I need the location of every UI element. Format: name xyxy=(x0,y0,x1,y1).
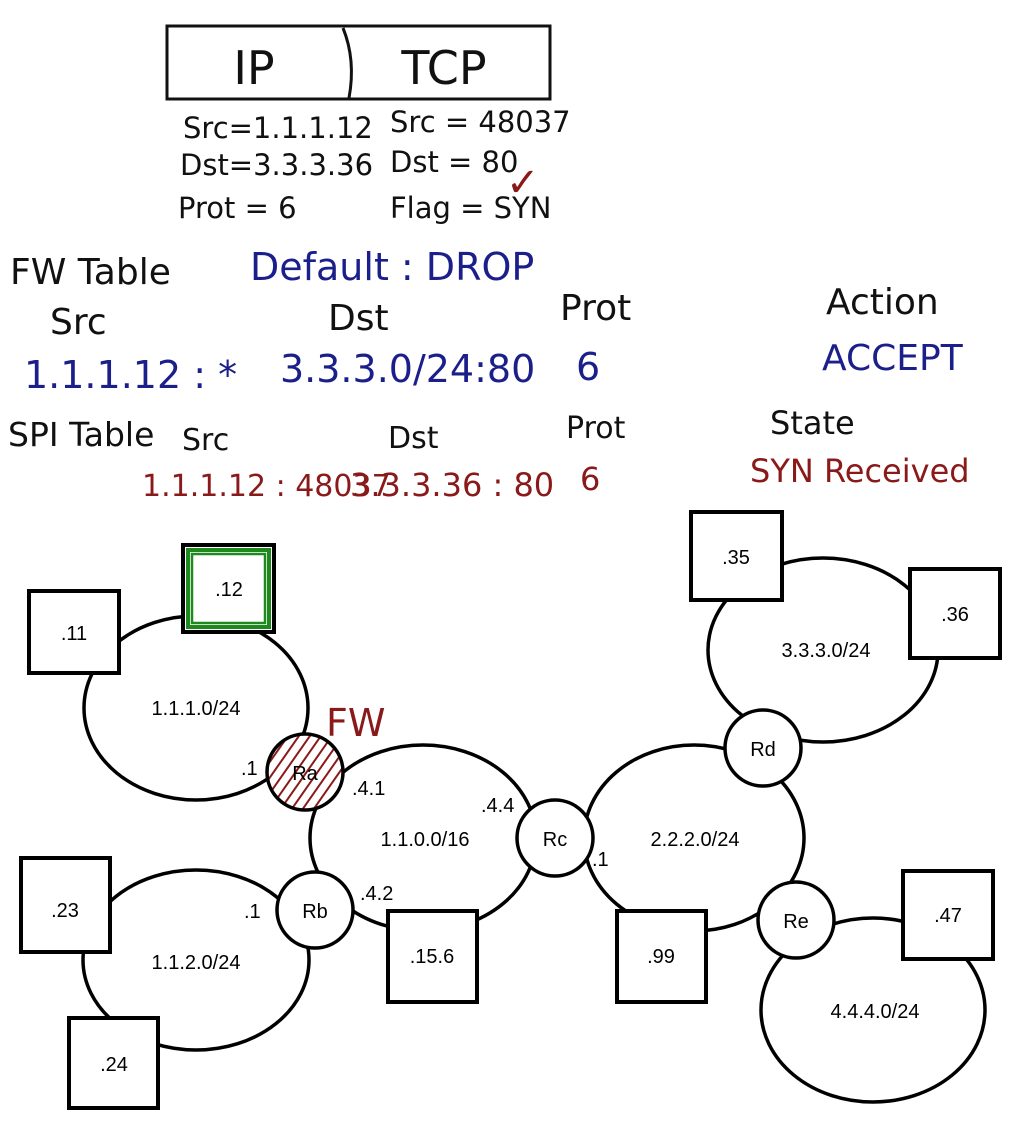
fw-row-src: 1.1.1.12 : * xyxy=(24,353,237,397)
router-label: Rd xyxy=(750,739,776,761)
green-highlight xyxy=(186,548,271,629)
host-box xyxy=(181,543,276,634)
green-highlight-inner xyxy=(190,552,267,625)
host-box xyxy=(27,589,121,675)
tcp-header-label: TCP xyxy=(400,41,486,95)
ip-header-label: IP xyxy=(233,41,274,95)
fw-annotation: FW xyxy=(326,701,385,745)
subnet-label-2.2.2.0: 2.2.2.0/24 xyxy=(651,829,740,851)
subnet-label-4.4.4.0: 4.4.4.0/24 xyxy=(831,1001,920,1023)
router-circle xyxy=(756,880,836,960)
host-box xyxy=(689,510,784,602)
host-11[interactable]: .11 xyxy=(27,589,121,675)
host-label: .24 xyxy=(100,1054,128,1076)
interface-labels: .1 .4.1 .1 .4.2 .4.4 .1 xyxy=(241,758,609,923)
host-box xyxy=(19,856,112,954)
router-circle xyxy=(265,732,345,812)
router-label: Rc xyxy=(543,829,567,851)
host-box xyxy=(901,869,995,961)
host-label: .23 xyxy=(51,900,79,922)
host-35[interactable]: .35 xyxy=(689,510,784,602)
iface-rc-left: .4.4 xyxy=(481,795,514,817)
host-label: .35 xyxy=(722,547,750,569)
ip-src-field: Src=1.1.1.12 xyxy=(183,111,373,145)
subnet-label-1.1.1.0: 1.1.1.0/24 xyxy=(152,698,241,720)
packet-box xyxy=(165,24,552,101)
subnet-label-3.3.3.0: 3.3.3.0/24 xyxy=(782,640,871,662)
tcp-dst-field: Dst = 80 xyxy=(390,145,518,179)
iface-rb-left: .1 xyxy=(244,901,261,923)
host-label: .36 xyxy=(941,604,969,626)
fw-header-prot: Prot xyxy=(560,288,631,329)
router-rc[interactable]: Rc xyxy=(515,798,595,878)
spi-header-dst: Dst xyxy=(388,421,439,456)
host-label: .99 xyxy=(647,946,675,968)
spi-table-title: SPI Table xyxy=(8,415,154,454)
packet-header: IP TCP Src=1.1.1.12 Dst=3.3.3.36 Prot = … xyxy=(165,24,571,225)
host-99[interactable]: .99 xyxy=(615,909,708,1004)
subnet-1.1.2.0-ring xyxy=(81,868,311,1052)
iface-ra-right: .4.1 xyxy=(352,778,385,800)
fw-row-action: ACCEPT xyxy=(822,338,964,379)
router-circle xyxy=(275,870,355,950)
fw-default-policy: Default : DROP xyxy=(250,245,534,289)
iface-rb-right: .4.2 xyxy=(360,883,393,905)
host-box xyxy=(67,1016,160,1110)
host-box xyxy=(908,567,1002,660)
subnet-label-1.1.2.0: 1.1.2.0/24 xyxy=(152,952,241,974)
host-47[interactable]: .47 xyxy=(901,869,995,961)
router-label: Rb xyxy=(302,901,328,923)
iface-rc-right: .1 xyxy=(592,849,609,871)
host-box xyxy=(615,909,708,1004)
router-circle xyxy=(515,798,595,878)
spi-row-dst: 3.3.3.36 : 80 xyxy=(350,466,554,504)
host-15.6[interactable]: .15.6 xyxy=(386,909,479,1004)
router-circle xyxy=(723,708,803,788)
fw-table: FW Table Default : DROP Src Dst Prot Act… xyxy=(10,245,964,397)
subnet-label-1.1.0.0: 1.1.0.0/16 xyxy=(381,829,470,851)
hosts: .11 .12 .23 .24 .15.6 .99 .35 xyxy=(19,510,1002,1110)
packet-divider xyxy=(341,27,353,99)
fw-header-action: Action xyxy=(826,282,939,323)
routers: Ra Rb Rc Rd Re xyxy=(265,708,836,960)
host-label: .15.6 xyxy=(410,946,454,968)
host-36[interactable]: .36 xyxy=(908,567,1002,660)
fw-header-dst: Dst xyxy=(328,298,389,339)
host-label: .11 xyxy=(61,623,87,645)
spi-row-state: SYN Received xyxy=(750,452,970,490)
ip-dst-field: Dst=3.3.3.36 xyxy=(180,148,373,182)
router-label: Re xyxy=(783,911,809,933)
fw-row-prot: 6 xyxy=(576,345,600,389)
host-label: .47 xyxy=(934,905,962,927)
host-23[interactable]: .23 xyxy=(19,856,112,954)
tcp-src-field: Src = 48037 xyxy=(390,105,571,139)
router-rb[interactable]: Rb xyxy=(275,870,355,950)
subnet-4.4.4.0-ring xyxy=(759,916,987,1104)
host-box xyxy=(386,909,479,1004)
spi-header-src: Src xyxy=(182,423,229,458)
spi-header-state: State xyxy=(770,404,855,442)
host-label: .12 xyxy=(215,579,243,601)
router-rd[interactable]: Rd xyxy=(723,708,803,788)
router-ra[interactable]: Ra xyxy=(265,732,345,812)
fw-table-title: FW Table xyxy=(10,252,171,293)
router-re[interactable]: Re xyxy=(756,880,836,960)
router-label: Ra xyxy=(292,763,318,785)
spi-row-prot: 6 xyxy=(580,460,600,498)
spi-row-src: 1.1.1.12 : 48037 xyxy=(142,469,391,504)
host-24[interactable]: .24 xyxy=(67,1016,160,1110)
check-mark: ✓ xyxy=(506,160,540,206)
ip-prot-field: Prot = 6 xyxy=(178,191,297,225)
spi-table: SPI Table Src Dst Prot State 1.1.1.12 : … xyxy=(8,404,970,504)
fw-header-src: Src xyxy=(50,302,107,343)
tcp-flag-field: Flag = SYN xyxy=(390,191,551,225)
host-12[interactable]: .12 xyxy=(181,543,276,634)
fw-row-dst: 3.3.3.0/24:80 xyxy=(280,347,535,391)
iface-ra-left: .1 xyxy=(241,758,258,780)
subnet-labels: 1.1.1.0/24 1.1.2.0/24 1.1.0.0/16 2.2.2.0… xyxy=(152,640,920,1023)
spi-header-prot: Prot xyxy=(566,411,626,446)
